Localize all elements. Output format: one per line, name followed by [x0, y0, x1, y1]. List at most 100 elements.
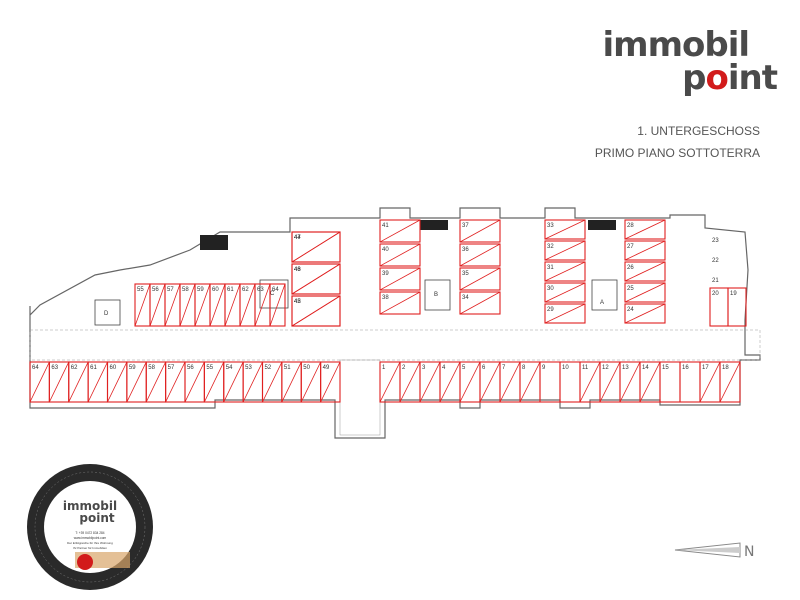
- space-number: 57: [167, 287, 174, 293]
- space-diagonal: [459, 219, 501, 243]
- space-number: 64: [272, 287, 279, 293]
- parking-space: [291, 231, 341, 263]
- compass-label: N: [744, 544, 754, 560]
- space-number: 9: [542, 365, 546, 371]
- space-diagonal: [699, 361, 721, 403]
- space-diagonal: [242, 361, 263, 403]
- parking-space: [459, 291, 501, 315]
- immobilpoint-logo: immobil point: [572, 28, 778, 103]
- badge-brand-1: immobil: [63, 499, 117, 513]
- space-number: 5: [462, 365, 466, 371]
- stair-core-c: [259, 279, 289, 309]
- space-diagonal: [579, 361, 601, 403]
- space-number: 21: [712, 278, 719, 284]
- space-diagonal: [619, 361, 641, 403]
- space-diagonal: [459, 361, 481, 403]
- space-diagonal: [209, 283, 226, 327]
- parking-space: [291, 263, 341, 295]
- space-diagonal: [291, 263, 341, 295]
- space-number: 62: [71, 365, 78, 371]
- space-diagonal: [149, 283, 166, 327]
- plan-outline: [29, 207, 761, 439]
- parking-space: [544, 282, 586, 303]
- parking-space: [379, 267, 421, 291]
- space-diagonal: [459, 267, 501, 291]
- parking-space: [459, 243, 501, 267]
- space-diagonal: [379, 361, 401, 403]
- space-number: 55: [137, 287, 144, 293]
- parking-space: [624, 282, 666, 303]
- space-number: 47: [294, 235, 301, 241]
- space-diagonal: [624, 261, 666, 282]
- space-number: 38: [382, 295, 389, 301]
- space-number: 28: [627, 223, 634, 229]
- space-diagonal: [204, 361, 225, 403]
- space-diagonal: [479, 361, 501, 403]
- space-diagonal: [624, 219, 666, 240]
- parking-space: [459, 219, 501, 243]
- space-diagonal: [269, 283, 286, 327]
- stair-label-a: A: [600, 300, 604, 306]
- space-number: 62: [242, 287, 249, 293]
- parking-space: [379, 219, 421, 243]
- space-diagonal: [379, 267, 421, 291]
- space-diagonal: [194, 283, 211, 327]
- space-number: 18: [722, 365, 729, 371]
- parking-space: [544, 261, 586, 282]
- badge-line-c: Der Erfolgreiche für Ihre Wohnung: [67, 541, 113, 545]
- space-number: 19: [730, 291, 737, 297]
- space-number: 39: [382, 271, 389, 277]
- parking-space: [379, 291, 421, 315]
- space-diagonal: [223, 361, 244, 403]
- space-number: 1: [382, 365, 386, 371]
- space-number: 34: [462, 295, 469, 301]
- space-number: 33: [547, 223, 554, 229]
- parking-space: [624, 303, 666, 324]
- space-number: 56: [187, 365, 194, 371]
- badge-ball-icon: [77, 554, 93, 570]
- space-number: 59: [129, 365, 136, 371]
- logo-line-2: point: [682, 58, 778, 98]
- north-arrow-icon: N: [674, 542, 754, 560]
- badge-line-a: T: +39 0472 834 284: [75, 531, 104, 535]
- space-diagonal: [624, 240, 666, 261]
- space-number: 40: [382, 247, 389, 253]
- parking-space: [459, 267, 501, 291]
- space-diagonal: [165, 361, 186, 403]
- space-diagonal: [639, 361, 661, 403]
- space-number: 29: [547, 307, 554, 313]
- ramp-block: [200, 235, 228, 250]
- space-number: 13: [622, 365, 629, 371]
- space-diagonal: [459, 291, 501, 315]
- space-number: 32: [547, 244, 554, 250]
- ramp-block: [420, 220, 448, 230]
- space-number: 10: [562, 365, 569, 371]
- space-diagonal: [145, 361, 166, 403]
- space-number: 54: [226, 365, 233, 371]
- space-number: 6: [482, 365, 486, 371]
- space-number: 3: [422, 365, 426, 371]
- space-diagonal: [624, 303, 666, 324]
- space-diagonal: [379, 243, 421, 267]
- space-diagonal: [419, 361, 441, 403]
- space-number: 8: [522, 365, 526, 371]
- space-diagonal: [29, 361, 50, 403]
- parking-space: [719, 361, 741, 403]
- space-number: 61: [90, 365, 97, 371]
- stair-core-d: [94, 299, 121, 326]
- space-number: 24: [627, 307, 634, 313]
- space-number: 35: [462, 271, 469, 277]
- space-number: 59: [197, 287, 204, 293]
- space-diagonal: [599, 361, 621, 403]
- space-number: 57: [168, 365, 175, 371]
- space-number: 14: [642, 365, 649, 371]
- space-number: 20: [712, 291, 719, 297]
- space-number: 44: [294, 235, 301, 241]
- space-diagonal: [544, 240, 586, 261]
- space-diagonal: [239, 283, 256, 327]
- space-diagonal: [519, 361, 541, 403]
- stair-core-b: [424, 279, 451, 311]
- parking-space: [544, 303, 586, 324]
- space-diagonal: [254, 283, 271, 327]
